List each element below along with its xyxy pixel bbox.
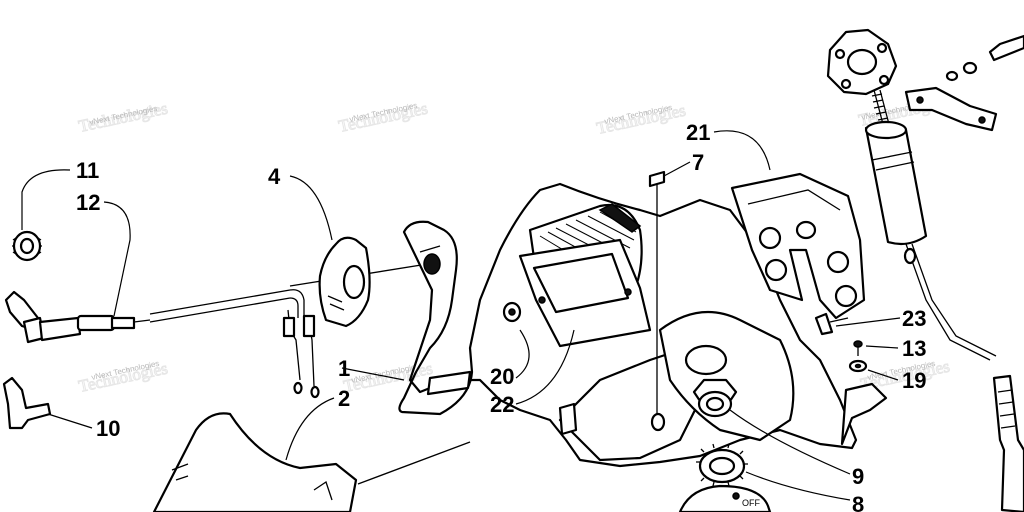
cable-ends — [282, 309, 320, 399]
callout-12: 12 — [76, 190, 100, 215]
switch-off-label: OFF — [742, 498, 760, 508]
leader-lines — [21, 130, 901, 501]
part-20-nut — [502, 301, 522, 323]
callout-11: 11 — [76, 158, 99, 183]
callout-21: 21 — [686, 120, 710, 145]
reference-line — [357, 441, 471, 485]
hose-connector — [992, 374, 1024, 512]
part-4-gasket — [318, 236, 371, 328]
callout-8: 8 — [852, 492, 864, 512]
part-22-plate — [518, 238, 652, 348]
callout-9: 9 — [852, 464, 864, 489]
shock-cylinder — [864, 120, 997, 361]
callout-20: 20 — [490, 364, 514, 389]
callout-10: 10 — [96, 416, 120, 441]
part-8-lock-ring — [696, 443, 748, 487]
part-13-screw — [853, 340, 863, 356]
callout-2: 2 — [338, 386, 350, 411]
adjuster-knob — [826, 28, 898, 96]
part-19-washer — [848, 359, 868, 373]
part-10-lever — [2, 376, 52, 430]
callout-4: 4 — [268, 164, 281, 189]
part-7-screw — [648, 170, 666, 432]
callout-13: 13 — [902, 336, 926, 361]
part-2-cowl — [152, 412, 358, 512]
callout-22: 22 — [490, 392, 514, 417]
bracket-tab — [840, 382, 888, 446]
part-12-throttle-lever — [4, 261, 441, 344]
callout-7: 7 — [692, 150, 704, 175]
callout-23: 23 — [902, 306, 926, 331]
part-9-nut — [692, 378, 738, 418]
part-23-bolt — [814, 312, 849, 336]
callout-19: 19 — [902, 368, 926, 393]
top-bolt — [945, 34, 1024, 82]
part-21-bracket — [730, 172, 866, 320]
part-11-knurled-ring — [12, 230, 42, 262]
top-clamp-bracket — [904, 86, 998, 132]
callout-1: 1 — [338, 356, 350, 381]
callouts: 11 12 4 10 1 2 20 22 7 21 23 13 19 9 8 — [76, 120, 926, 512]
ignition-switch: OFF — [678, 484, 772, 512]
